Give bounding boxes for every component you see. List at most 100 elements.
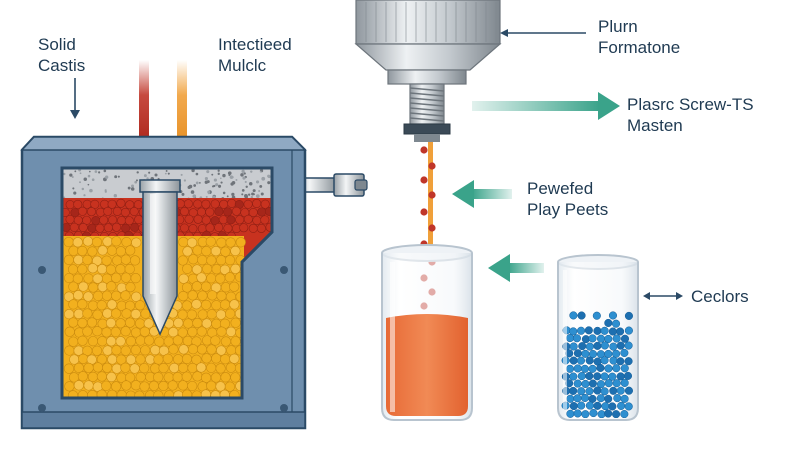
- yellow-pellet: [106, 299, 118, 310]
- label-injected-mold: Intectieed Mulclc: [218, 34, 292, 76]
- yellow-pellet: [191, 354, 202, 365]
- blue-pellet: [612, 334, 621, 343]
- yellow-pellet: [186, 309, 198, 320]
- powder-speck: [135, 179, 138, 182]
- yellow-pellet: [92, 326, 103, 337]
- powder-speck: [83, 194, 86, 197]
- yellow-pellet: [106, 281, 117, 292]
- blue-pellet: [600, 387, 609, 396]
- blue-pellet: [604, 364, 613, 373]
- blue-pellet: [569, 402, 578, 411]
- yellow-pellet: [67, 264, 79, 275]
- powder-speck: [98, 171, 101, 174]
- yellow-pellet: [82, 254, 93, 265]
- yellow-pellet: [64, 381, 75, 392]
- yellow-pellet: [173, 354, 184, 365]
- yellow-pellet: [202, 263, 213, 275]
- blue-pellet: [585, 387, 594, 396]
- yellow-pellet: [220, 354, 231, 365]
- blue-pellet: [624, 326, 633, 335]
- yellow-pellet: [111, 290, 122, 301]
- yellow-pellet: [220, 372, 231, 383]
- blue-pellet: [580, 393, 590, 402]
- powder-speck: [104, 175, 109, 179]
- powder-speck: [127, 186, 131, 190]
- yellow-pellet: [105, 264, 117, 275]
- blue-pellet: [585, 342, 594, 351]
- yellow-pellet: [230, 336, 241, 347]
- powder-speck: [259, 170, 262, 173]
- powder-speck: [211, 173, 214, 176]
- yellow-pellet: [206, 273, 217, 284]
- powder-speck: [63, 172, 66, 176]
- blue-pellet: [578, 342, 587, 351]
- yellow-pellet: [229, 353, 240, 364]
- blue-pellet: [616, 386, 625, 395]
- yellow-pellet: [181, 282, 193, 293]
- blue-pellet: [600, 356, 609, 365]
- yellow-pellet: [77, 264, 88, 275]
- red-pellet: [179, 223, 189, 233]
- blue-pellet: [596, 380, 606, 389]
- powder-speck: [181, 192, 185, 196]
- yellow-pellet: [210, 335, 221, 346]
- yellow-pellet: [111, 236, 122, 247]
- powder-speck: [195, 172, 199, 176]
- yellow-pellet: [162, 353, 173, 364]
- yellow-pellet: [130, 308, 141, 320]
- yellow-pellet: [115, 246, 126, 257]
- arrow-screw-teal: [472, 92, 620, 120]
- yellow-pellet: [64, 326, 75, 337]
- blue-pellet: [624, 402, 633, 411]
- yellow-pellet: [178, 344, 189, 355]
- yellow-pellet: [72, 273, 83, 284]
- yellow-pellet: [192, 371, 203, 382]
- powder-speck: [220, 181, 223, 184]
- yellow-pellet: [200, 281, 212, 292]
- red-pellet: [99, 215, 109, 225]
- blue-pellet: [596, 334, 606, 343]
- blue-pellet: [569, 342, 578, 351]
- mold-screw: [38, 404, 46, 412]
- yellow-pellet: [125, 245, 136, 256]
- powder-speck: [261, 176, 266, 181]
- powder-speck: [260, 192, 264, 196]
- blue-pellet: [609, 356, 618, 365]
- powder-speck: [71, 175, 74, 178]
- powder-speck: [69, 173, 73, 177]
- yellow-pellet: [196, 326, 207, 337]
- yellow-pellet: [206, 362, 217, 373]
- red-pellet: [107, 199, 117, 209]
- powder-speck: [250, 170, 253, 173]
- yellow-pellet: [91, 345, 103, 356]
- label-line: Ceclors: [691, 287, 749, 306]
- beaker-with-colors: [557, 254, 639, 421]
- red-pellet: [260, 215, 270, 225]
- powder-speck: [79, 172, 82, 175]
- yellow-pellet: [224, 255, 236, 266]
- yellow-pellet: [158, 363, 169, 374]
- yellow-pellet: [73, 308, 84, 319]
- label-line: Mulclc: [218, 56, 267, 75]
- powder-speck: [94, 170, 98, 173]
- blue-pellet: [620, 348, 629, 357]
- yellow-pellet: [225, 308, 236, 319]
- yellow-pellet: [187, 362, 198, 374]
- powder-speck: [241, 169, 245, 173]
- blue-pellet: [593, 401, 602, 410]
- blue-pellet: [577, 326, 586, 335]
- yellow-pellet: [205, 236, 216, 247]
- yellow-pellet: [178, 236, 189, 248]
- yellow-pellet: [115, 264, 126, 275]
- red-pellet: [252, 198, 262, 208]
- powder-speck: [211, 185, 215, 188]
- powder-speck: [217, 184, 222, 188]
- yellow-pellet: [83, 380, 94, 391]
- yellow-pellet: [216, 237, 227, 248]
- yellow-pellet: [102, 345, 113, 356]
- yellow-pellet: [182, 335, 193, 347]
- red-droplet: [428, 162, 436, 170]
- yellow-pellet: [64, 272, 75, 284]
- yellow-pellet: [73, 254, 84, 265]
- powder-speck: [87, 174, 91, 178]
